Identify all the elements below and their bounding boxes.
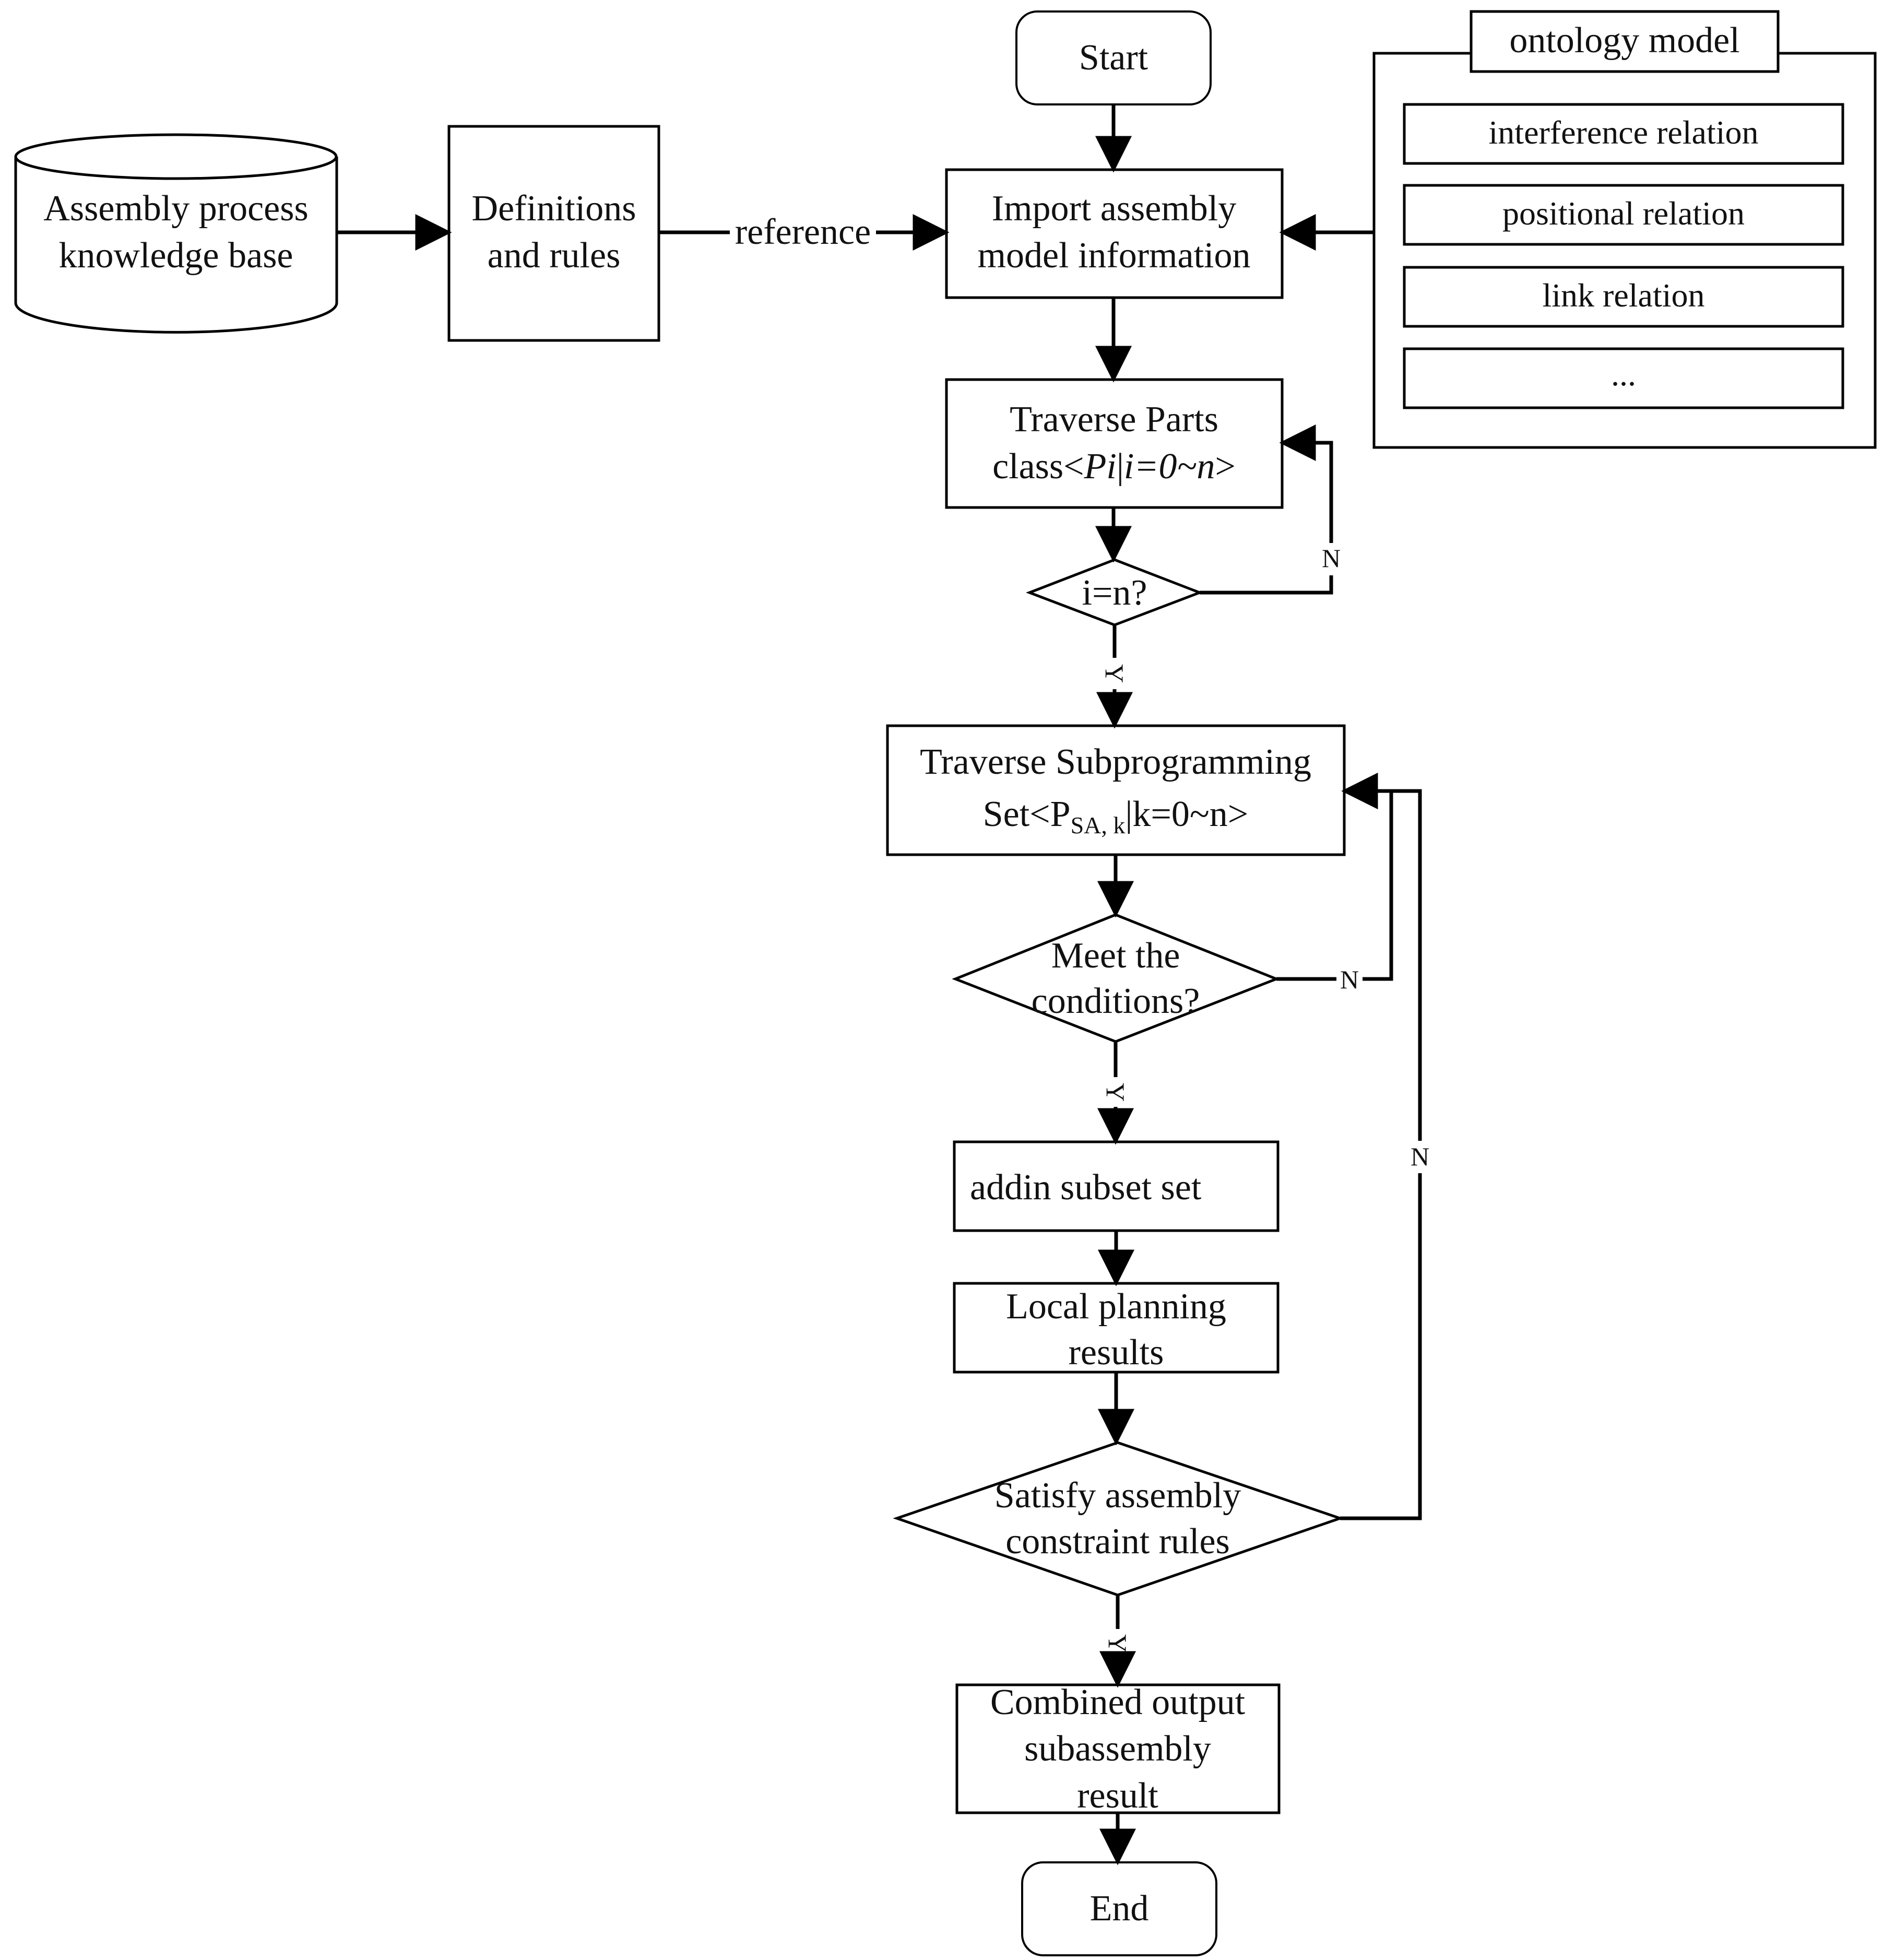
combined-line3: result	[1077, 1776, 1158, 1816]
traverse-parts-line2: class<Pi|i=0~n>	[992, 446, 1236, 487]
knowledge-base-line2: knowledge base	[58, 235, 293, 276]
traverse-sub-line2: Set<PSA, k|k=0~n>	[983, 794, 1249, 839]
addin-box: addin subset set	[953, 1140, 1280, 1232]
meet-conditions-decision: Meet the conditions?	[952, 913, 1280, 1043]
no-label-satisfy-loop: N	[1411, 1142, 1429, 1171]
end-label: End	[1090, 1888, 1149, 1929]
traverse-parts-line1: Traverse Parts	[1010, 399, 1218, 440]
yes-label-meet: Y	[1101, 1083, 1130, 1102]
import-line2: model information	[978, 235, 1251, 276]
satisfy-line2: constraint rules	[1005, 1521, 1230, 1562]
satisfy-decision: Satisfy assembly constraint rules	[893, 1441, 1344, 1597]
ontology-item-box-2	[1403, 184, 1844, 246]
ontology-group: ontology model interference relation pos…	[1372, 10, 1877, 449]
no-label-meet-loop: N	[1340, 965, 1359, 994]
ontology-item-4: ...	[1611, 356, 1636, 393]
no-label-parts-loop: N	[1322, 544, 1341, 573]
satisfy-line1: Satisfy assembly	[994, 1475, 1241, 1516]
ontology-item-box-4	[1403, 347, 1844, 409]
local-planning-line1: Local planning	[1006, 1286, 1226, 1327]
traverse-parts-box: Traverse Parts class<Pi|i=0~n>	[945, 378, 1284, 509]
check-i-label: i=n?	[1082, 573, 1147, 613]
ontology-item-1: interference relation	[1489, 114, 1759, 151]
import-box: Import assembly model information	[945, 168, 1284, 299]
ontology-item-3: link relation	[1542, 277, 1704, 314]
definitions-box: Definitions and rules	[447, 125, 660, 342]
ontology-item-box-1	[1403, 103, 1844, 165]
traverse-sub-line1: Traverse Subprogramming	[920, 742, 1311, 782]
ontology-item-box-3	[1403, 266, 1844, 328]
start-label: Start	[1079, 38, 1148, 78]
combined-output-box: Combined output subassembly result	[955, 1682, 1281, 1816]
knowledge-base-line1: Assembly process	[43, 188, 308, 229]
reference-label: reference	[735, 212, 871, 252]
edge-check-no-loop	[1200, 424, 1333, 595]
check-i-decision: i=n?	[1026, 558, 1203, 627]
local-planning-box: Local planning results	[953, 1282, 1280, 1374]
yes-label-satisfy: Y	[1103, 1634, 1132, 1653]
start-terminal: Start	[1015, 10, 1212, 105]
ontology-title-box	[1470, 10, 1780, 73]
ontology-title: ontology model	[1509, 20, 1739, 61]
traverse-sub-box: Traverse Subprogramming Set<PSA, k|k=0~n…	[886, 724, 1346, 856]
combined-line1: Combined output	[990, 1682, 1246, 1722]
ontology-item-2: positional relation	[1502, 195, 1745, 232]
yes-label-check: Y	[1100, 664, 1129, 683]
definitions-line1: Definitions	[472, 188, 636, 229]
combined-line2: subassembly	[1024, 1729, 1211, 1769]
import-line1: Import assembly	[992, 188, 1237, 229]
end-terminal: End	[1021, 1861, 1217, 1956]
meet-conditions-line2: conditions?	[1032, 981, 1200, 1021]
local-planning-line2: results	[1069, 1332, 1164, 1373]
addin-label: addin subset set	[970, 1167, 1202, 1208]
definitions-line2: and rules	[488, 235, 621, 276]
knowledge-base-cylinder: Assembly process knowledge base	[14, 133, 338, 334]
meet-conditions-line1: Meet the	[1051, 936, 1180, 976]
